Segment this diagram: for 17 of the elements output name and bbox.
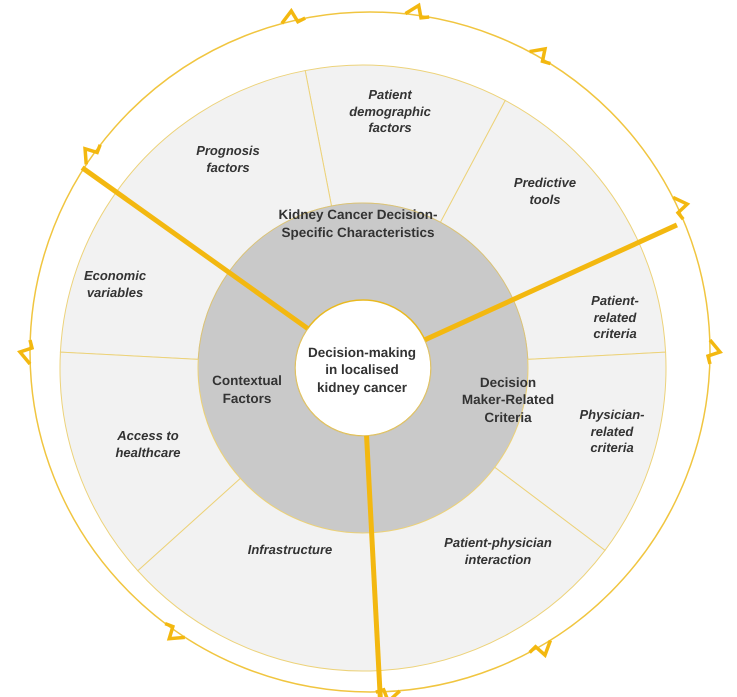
segment-label: Physician-related criteria [578, 406, 646, 458]
segment-label: Patient-related criteria [590, 292, 640, 344]
sector-label: Kidney Cancer Decision-Specific Characteristics [277, 206, 439, 242]
sector-label: Contextual Factors [211, 372, 283, 408]
segment-label: Patient-physician interaction [443, 535, 553, 569]
segment [371, 466, 606, 672]
segment [137, 478, 380, 672]
segment-label: Patient demographic factors [348, 86, 432, 138]
segment-label: Predictive tools [512, 175, 578, 209]
segment-label: Economic variables [82, 268, 148, 302]
segment-label: Prognosis factors [195, 143, 261, 177]
segment [60, 192, 230, 360]
sector-label: Decision Maker-Related Criteria [460, 374, 556, 426]
center-label: Decision-making in localised kidney cancer [306, 344, 418, 396]
segment-label: Infrastructure [248, 542, 332, 558]
segment-label: Access to healthcare [114, 428, 182, 462]
segment [512, 242, 666, 360]
